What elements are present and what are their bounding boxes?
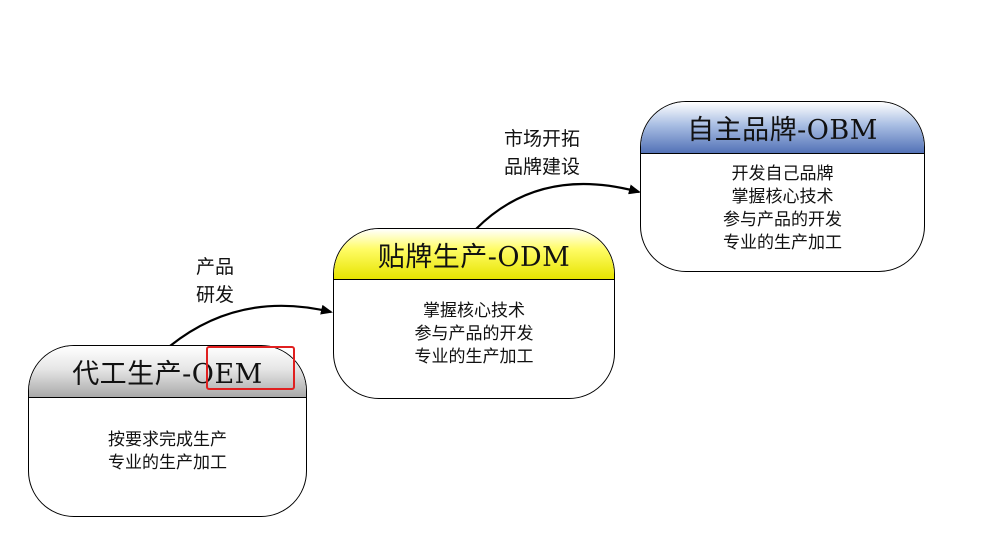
arrow-odm-to-obm xyxy=(475,182,641,230)
stage-title: 贴牌生产-ODM xyxy=(334,229,614,280)
arrow-oem-to-odm xyxy=(169,304,333,347)
stage-box-obm: 自主品牌-OBM 开发自己品牌 掌握核心技术 参与产品的开发 专业的生产加工 xyxy=(640,101,925,272)
stage-description-line: 掌握核心技术 xyxy=(731,187,834,207)
stage-description-line: 专业的生产加工 xyxy=(108,453,227,473)
stage-description-line: 专业的生产加工 xyxy=(723,233,842,253)
stage-description-line: 掌握核心技术 xyxy=(423,301,525,321)
stage-description-line: 专业的生产加工 xyxy=(414,347,534,367)
transition-label-line: 品牌建设 xyxy=(504,156,581,178)
stage-description: 开发自己品牌 掌握核心技术 参与产品的开发 专业的生产加工 xyxy=(641,153,924,271)
transition-label-line: 市场开拓 xyxy=(504,128,581,150)
stage-title: 自主品牌-OBM xyxy=(641,102,924,154)
stage-box-odm: 贴牌生产-ODM 掌握核心技术 参与产品的开发 专业的生产加工 xyxy=(333,228,615,399)
transition-label-line: 研发 xyxy=(196,284,235,306)
stage-description-line: 参与产品的开发 xyxy=(414,324,534,344)
transition-label-market-brand: 市场开拓 品牌建设 xyxy=(504,125,580,181)
stage-description-line: 开发自己品牌 xyxy=(731,164,834,184)
stage-box-oem: 代工生产-OEM 按要求完成生产 专业的生产加工 xyxy=(28,345,307,517)
stage-description: 按要求完成生产 专业的生产加工 xyxy=(29,397,306,516)
stage-description-line: 参与产品的开发 xyxy=(723,210,842,230)
transition-label-line: 产品 xyxy=(196,256,235,278)
transition-label-product-rd: 产品 研发 xyxy=(196,253,234,309)
highlight-box xyxy=(206,346,295,390)
stage-description: 掌握核心技术 参与产品的开发 专业的生产加工 xyxy=(334,279,614,398)
stage-description-line: 按要求完成生产 xyxy=(108,430,227,450)
